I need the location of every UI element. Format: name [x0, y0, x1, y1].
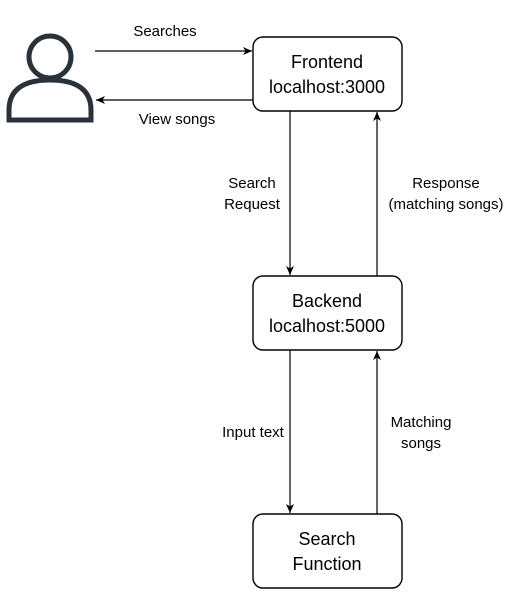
user-icon	[6, 33, 94, 123]
response-label-line1: Response	[412, 175, 480, 192]
backend-node: Backend localhost:5000	[252, 275, 403, 351]
search-request-label-line2: Request	[224, 196, 281, 213]
search-function-node-line1: Search	[298, 529, 355, 549]
frontend-node-address: localhost:3000	[269, 77, 385, 97]
search-function-node-line2: Function	[292, 554, 361, 574]
input-text-label: Input text	[222, 424, 285, 441]
backend-node-address: localhost:5000	[269, 316, 385, 336]
search-request-label-line1: Search	[228, 175, 276, 192]
search-function-node: Search Function	[252, 513, 403, 589]
view-songs-label: View songs	[139, 111, 215, 128]
searches-label: Searches	[133, 23, 196, 40]
matching-songs-label-line2: songs	[401, 435, 441, 452]
response-label-line2: (matching songs)	[388, 196, 503, 213]
frontend-node-title: Frontend	[291, 52, 363, 72]
backend-node-title: Backend	[292, 291, 362, 311]
frontend-node: Frontend localhost:3000	[252, 36, 403, 112]
matching-songs-label-line1: Matching	[391, 414, 452, 431]
